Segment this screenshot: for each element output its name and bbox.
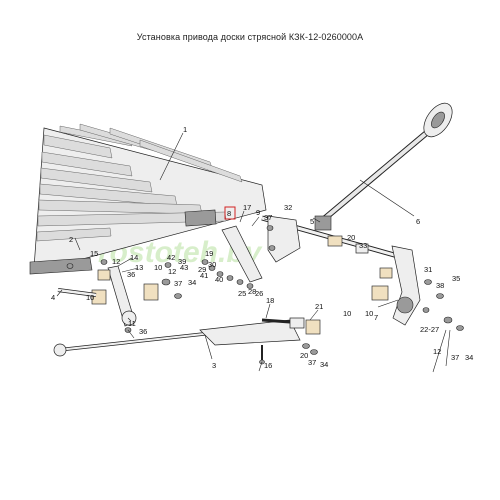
callout-5: 5 (310, 217, 314, 226)
callout-33: 33 (359, 241, 367, 250)
callout-36a: 36 (127, 270, 135, 279)
callout-41: 41 (200, 271, 208, 280)
callout-14: 14 (130, 253, 138, 262)
callout-43: 43 (180, 263, 188, 272)
callout-22-27: 22-27 (420, 325, 439, 334)
callout-31: 31 (424, 265, 432, 274)
callout-19: 19 (205, 249, 213, 258)
callout-38: 38 (436, 281, 444, 290)
left-lever (57, 265, 159, 327)
callout-16: 16 (264, 361, 272, 370)
callout-18: 18 (266, 296, 274, 305)
callout-39: 39 (178, 257, 186, 266)
callout-20b: 20 (300, 351, 308, 360)
callout-12a: 12 (168, 267, 176, 276)
diagram-title: Установка привода доски стрясной КЗК-12-… (136, 32, 364, 42)
callout-6: 6 (416, 217, 420, 226)
callout-42: 42 (167, 253, 175, 262)
fasteners (66, 225, 464, 365)
callout-25: 25 (238, 289, 246, 298)
callout-29: 29 (198, 265, 206, 274)
callout-34b: 34 (320, 360, 328, 369)
callout-30: 30 (208, 260, 216, 269)
callout-4: 4 (51, 293, 55, 302)
callout-34c: 34 (465, 353, 473, 362)
callout-10b: 10 (154, 263, 162, 272)
callout-37d: 37 (264, 213, 272, 222)
callout-1: 1 (183, 125, 187, 134)
callout-40: 40 (215, 275, 223, 284)
callout-10c: 10 (343, 309, 351, 318)
callout-2: 2 (69, 235, 73, 244)
callout-9: 9 (256, 208, 260, 217)
callout-12c: 12 (112, 257, 120, 266)
callout-13: 13 (135, 263, 143, 272)
crank-rod (314, 102, 453, 231)
callout-11: 11 (128, 319, 136, 328)
highlight-box (224, 206, 236, 220)
lever-bracket (371, 245, 421, 326)
callout-7: 7 (374, 313, 378, 322)
tie-rod (53, 317, 321, 360)
callout-37b: 37 (308, 358, 316, 367)
callout-21: 21 (315, 302, 323, 311)
shaker-board (29, 123, 267, 275)
callout-37c: 37 (451, 353, 459, 362)
callout-36b: 36 (139, 327, 147, 336)
callout-17: 17 (243, 203, 251, 212)
callout-10a: 10 (86, 293, 94, 302)
callout-37a: 37 (174, 279, 182, 288)
callout-32: 32 (284, 203, 292, 212)
callout-28: 28 (248, 287, 256, 296)
callout-35: 35 (452, 274, 460, 283)
leader-lines (56, 132, 451, 373)
callout-3: 3 (212, 361, 216, 370)
callout-34a: 34 (188, 278, 196, 287)
hanger (221, 215, 301, 283)
callout-12b: 12 (433, 347, 441, 356)
callout-labels: 1 2 3 4 5 6 7 8 9 10 10 10 10 11 12 12 1… (51, 125, 473, 370)
callout-20a: 20 (347, 233, 355, 242)
callout-26: 26 (255, 289, 263, 298)
callout-15: 15 (90, 249, 98, 258)
callout-8: 8 (227, 209, 231, 218)
callout-10d: 10 (365, 309, 373, 318)
